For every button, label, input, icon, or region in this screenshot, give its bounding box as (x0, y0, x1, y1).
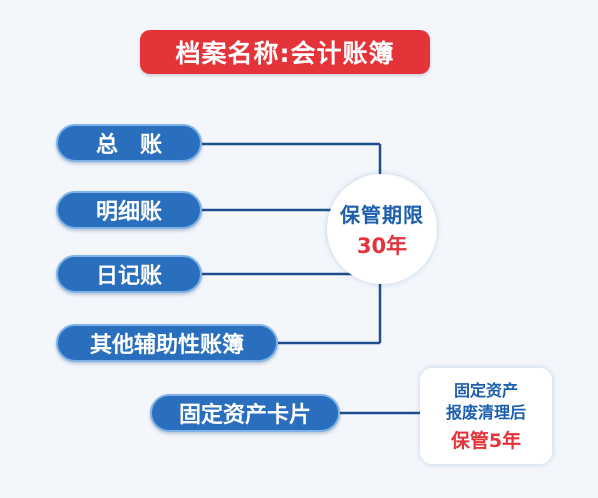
item-detail-ledger: 明细账 (56, 191, 202, 229)
fixed-asset-note-line1: 固定资产 (453, 380, 518, 400)
item-fixed-asset-card: 固定资产卡片 (150, 394, 340, 432)
item-journal: 日记账 (56, 255, 202, 293)
fixed-asset-retention-box: 固定资产 报废清理后 保管5年 (420, 368, 552, 464)
archive-title: 档案名称:会计账簿 (140, 30, 430, 74)
fixed-asset-retention-period: 保管5年 (450, 429, 522, 452)
item-general-ledger: 总 账 (56, 124, 202, 162)
item-auxiliary-books: 其他辅助性账簿 (56, 324, 278, 362)
retention-period-circle: 保管期限 30年 (327, 174, 437, 284)
fixed-asset-note-line2: 报废清理后 (445, 402, 526, 422)
retention-period: 30年 (356, 233, 408, 258)
retention-label: 保管期限 (340, 202, 424, 227)
